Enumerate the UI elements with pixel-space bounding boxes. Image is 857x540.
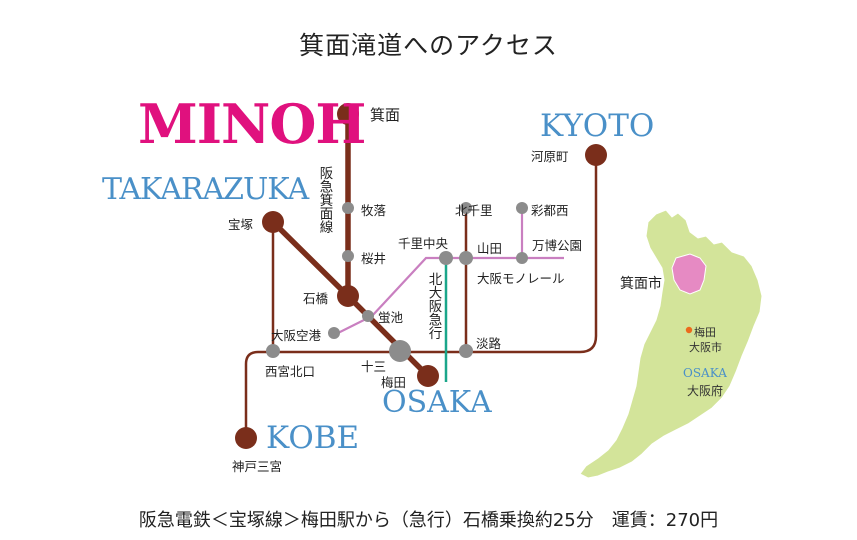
osaka-prefecture-shape bbox=[579, 209, 763, 479]
station-makiochi bbox=[342, 202, 354, 214]
label-juso: 十三 bbox=[361, 359, 387, 374]
page-title: 箕面滝道へのアクセス bbox=[299, 31, 558, 60]
station-kobe-sannomiya bbox=[235, 427, 257, 449]
city-kyoto: KYOTO bbox=[540, 108, 655, 144]
station-yamada bbox=[459, 251, 473, 265]
label-ishibashi: 石橋 bbox=[303, 291, 329, 306]
label-saito-nishi: 彩都西 bbox=[531, 203, 569, 218]
label-banpaku-koen: 万博公園 bbox=[532, 238, 583, 253]
label-umeda-map: 梅田 bbox=[694, 326, 716, 339]
label-hotarugaike: 蛍池 bbox=[378, 310, 404, 325]
access-note: 阪急電鉄＜宝塚線＞梅田駅から（急行）石橋乗換約25分 運賃：270円 bbox=[138, 510, 719, 531]
label-makiochi: 牧落 bbox=[361, 203, 387, 218]
label-sakurai: 桜井 bbox=[361, 251, 387, 266]
label-osaka-monorail: 大阪モノレール bbox=[477, 271, 565, 286]
city-takarazuka: TAKARAZUKA bbox=[102, 172, 309, 207]
station-ishibashi bbox=[337, 285, 359, 307]
kobe-line bbox=[244, 350, 400, 438]
city-osaka: OSAKA bbox=[382, 385, 492, 420]
label-kita-senri: 北千里 bbox=[455, 203, 493, 218]
label-kobe-sannomiya: 神戸三宮 bbox=[232, 459, 283, 474]
minoh-city-shape bbox=[671, 253, 707, 295]
minor-stations bbox=[266, 202, 528, 362]
station-senri-chuo bbox=[439, 251, 453, 265]
station-kita-senri bbox=[460, 202, 472, 214]
label-osaka-city: 大阪市 bbox=[689, 341, 722, 354]
station-osaka-airport bbox=[328, 327, 340, 339]
label-osaka-prefecture: 大阪府 bbox=[687, 384, 724, 398]
station-nishinomiya-kitaguchi bbox=[266, 344, 280, 358]
label-takarazuka: 宝塚 bbox=[228, 217, 254, 232]
station-sakurai bbox=[342, 250, 354, 262]
label-minoh-city: 箕面市 bbox=[620, 276, 662, 292]
kyoto-line bbox=[400, 155, 598, 354]
umeda-dot bbox=[685, 326, 693, 334]
station-minoo bbox=[337, 103, 359, 125]
label-nishinomiya-kitaguchi: 西宮北口 bbox=[265, 364, 316, 379]
city-minoh: MINOH bbox=[138, 92, 366, 156]
label-kita-osaka-kyuko: 北大阪急行 bbox=[425, 272, 442, 340]
station-umeda bbox=[417, 365, 439, 387]
monorail-line bbox=[333, 256, 564, 336]
label-kawaramachi: 河原町 bbox=[531, 149, 569, 164]
label-osaka-airport: 大阪空港 bbox=[271, 328, 322, 343]
station-saito-nishi bbox=[516, 202, 528, 214]
station-hotarugaike bbox=[362, 310, 374, 322]
osaka-prefecture-map bbox=[579, 209, 763, 479]
city-kobe: KOBE bbox=[266, 420, 360, 456]
label-yamada: 山田 bbox=[477, 241, 503, 256]
label-senri-chuo: 千里中央 bbox=[398, 236, 449, 251]
terminal-stations bbox=[235, 103, 607, 449]
label-minoo-line: 阪急箕面線 bbox=[316, 166, 333, 234]
label-awaji: 淡路 bbox=[476, 336, 502, 351]
station-banpaku-koen bbox=[516, 252, 528, 264]
label-umeda: 梅田 bbox=[381, 375, 407, 390]
label-minoo: 箕面 bbox=[370, 106, 401, 124]
station-takarazuka bbox=[262, 211, 284, 233]
station-juso bbox=[389, 340, 411, 362]
station-awaji bbox=[459, 344, 473, 358]
station-kawaramachi bbox=[585, 144, 607, 166]
label-osaka-en: OSAKA bbox=[683, 366, 727, 380]
